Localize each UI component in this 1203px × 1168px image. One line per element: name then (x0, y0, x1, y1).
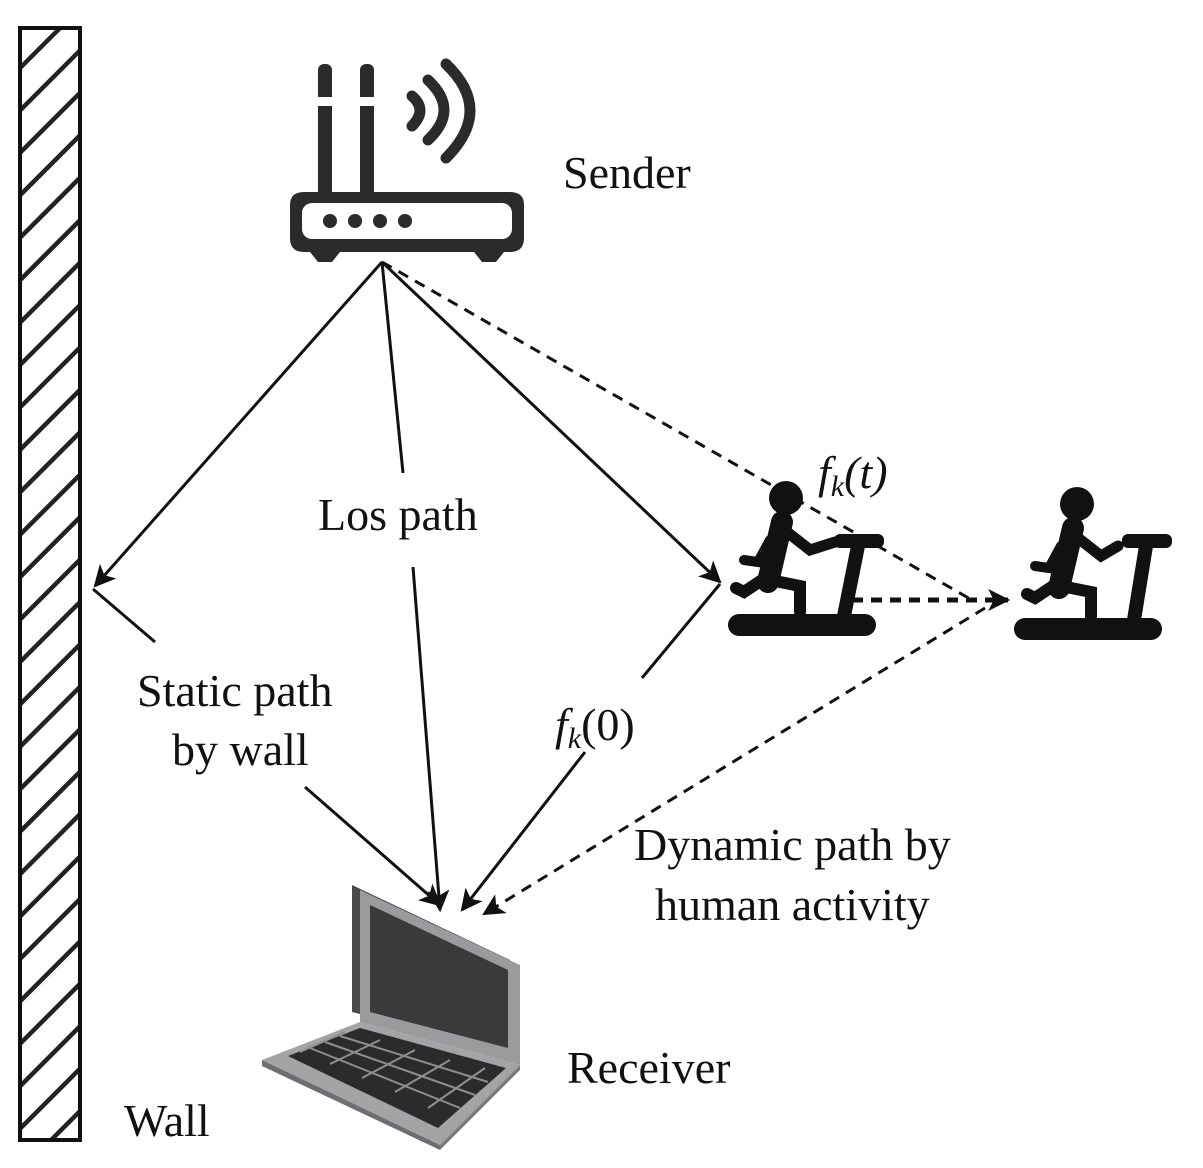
dynamic-path-label-line2: human activity (655, 879, 930, 930)
laptop-icon (262, 885, 520, 1150)
dynamic-path-label-line1: Dynamic path by (634, 819, 951, 870)
los-path-lower (411, 566, 450, 913)
fk-0-annotation: fk(0) (555, 699, 635, 755)
fk-0-arg: (0) (581, 699, 635, 750)
fk-t-annotation: fk(t) (818, 447, 888, 503)
runner-treadmill-icon (728, 481, 884, 636)
dynamic-return-path (482, 606, 986, 916)
reflection-upper (640, 583, 722, 679)
dynamic-sender-path (381, 260, 973, 602)
receiver-label: Receiver (567, 1042, 730, 1093)
sender-label: Sender (563, 147, 691, 198)
los-path-label: Los path (318, 489, 478, 540)
path-to-human (380, 260, 722, 584)
router-icon (290, 58, 524, 262)
wall (18, 26, 82, 1142)
fk-t-arg: (t) (844, 447, 887, 498)
los-path-upper (380, 261, 405, 474)
fk-0-sub: k (568, 722, 582, 755)
solid-paths (92, 260, 722, 913)
static-path-to-receiver (304, 785, 442, 907)
runner-treadmill-moved-icon (1014, 487, 1172, 640)
fk-t-sub: k (831, 470, 845, 503)
reflection-lower (460, 751, 587, 912)
static-path-wall-segment (92, 587, 156, 644)
static-path-label-line1: Static path (137, 665, 332, 716)
static-path-to-wall (93, 261, 384, 588)
dashed-paths (381, 260, 1011, 916)
static-path-label-line2: by wall (172, 724, 309, 775)
wall-label: Wall (124, 1095, 210, 1146)
